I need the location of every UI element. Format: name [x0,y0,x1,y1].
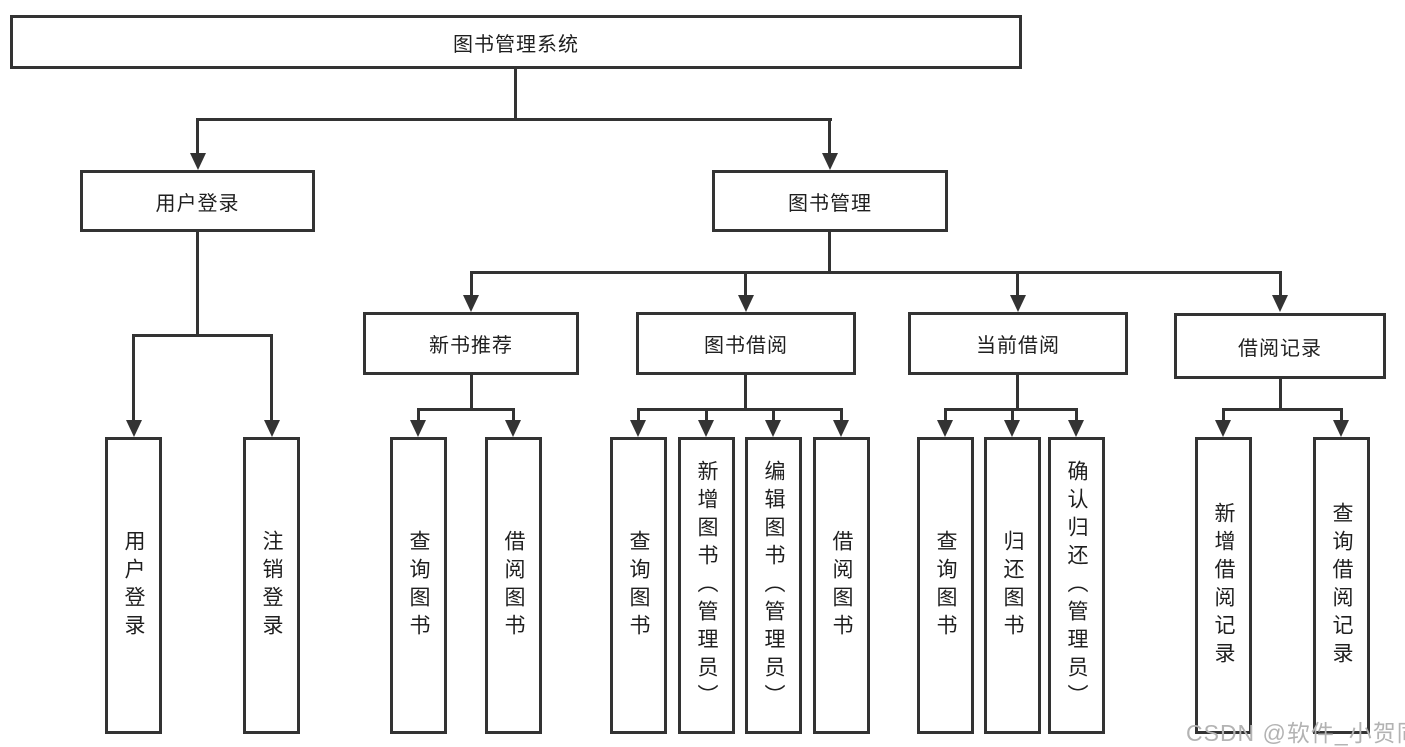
node-book-borrowing: 图书借阅 [636,312,856,375]
node-label: 用户登录 [155,192,240,215]
leaf-query-book-recommend: 查询图书 [390,437,447,734]
connector-br-1 [1222,408,1225,422]
leaf-label: 归还图书 [1001,529,1024,642]
connector-nbr-left [417,408,420,422]
arrowhead-borrow-records [1272,295,1288,312]
connector-bb-1 [637,408,640,422]
leaf-add-borrow-record: 新增借阅记录 [1195,437,1252,734]
leaf-label: 查询借阅记录 [1330,501,1353,670]
connector-cb-2 [1011,408,1014,422]
connector-root-drop [514,68,517,121]
leaf-label: 查询图书 [627,529,650,642]
leaf-label: 借阅图书 [502,529,525,642]
connector-br-drop [1279,378,1282,411]
connector-cb-1 [944,408,947,422]
connector-bb-2 [705,408,708,422]
leaf-label: 新增图书（管理员） [695,459,718,712]
connector-to-new-book-rec [470,271,473,297]
arrowhead-bb-add [698,420,714,437]
node-borrowing-records: 借阅记录 [1174,313,1386,379]
connector-br-branch [1222,408,1343,411]
node-label: 图书管理 [788,192,872,215]
connector-to-leaf-login [132,334,135,422]
leaf-label: 编辑图书（管理员） [762,459,785,712]
leaf-query-book-current: 查询图书 [917,437,974,734]
leaf-label: 用户登录 [122,529,145,642]
leaf-label: 新增借阅记录 [1212,501,1235,670]
csdn-watermark: CSDN @软件_小贺同学 [1186,720,1405,746]
leaf-confirm-return-admin: 确认归还（管理员） [1048,437,1105,734]
connector-user-login-drop [196,231,199,337]
connector-user-login-branch [132,334,273,337]
arrowhead-leaf-login [126,420,142,437]
leaf-add-book-admin: 新增图书（管理员） [678,437,735,734]
leaf-label: 查询图书 [934,529,957,642]
connector-cb-drop [1016,374,1019,411]
connector-nbr-branch [417,408,515,411]
arrowhead-bb-edit [765,420,781,437]
connector-bb-3 [772,408,775,422]
connector-cb-3 [1075,408,1078,422]
arrowhead-user-login [190,153,206,170]
node-label: 图书管理系统 [453,33,579,56]
leaf-label: 借阅图书 [830,529,853,642]
arrowhead-br-add [1215,420,1231,437]
connector-book-mgmt-branch [470,271,1282,274]
connector-to-borrow-records [1279,271,1282,297]
arrowhead-bb-borrow [833,420,849,437]
connector-nbr-drop [470,374,473,411]
connector-to-user-login [196,118,199,155]
leaf-query-book-borrowing: 查询图书 [610,437,667,734]
connector-bb-drop [744,374,747,411]
leaf-borrow-book-recommend: 借阅图书 [485,437,542,734]
connector-br-2 [1340,408,1343,422]
leaf-label: 查询图书 [407,529,430,642]
arrowhead-nbr-borrow [505,420,521,437]
arrowhead-new-book-rec [463,295,479,312]
leaf-borrow-book-borrowing: 借阅图书 [813,437,870,734]
node-label: 当前借阅 [976,335,1060,357]
node-current-borrowing: 当前借阅 [908,312,1128,375]
leaf-return-book: 归还图书 [984,437,1041,734]
connector-to-leaf-logout [270,334,273,422]
node-label: 新书推荐 [429,335,513,357]
node-label: 借阅记录 [1238,337,1322,360]
node-new-book-recommend: 新书推荐 [363,312,579,375]
arrowhead-current-borrow [1010,295,1026,312]
node-user-login: 用户登录 [80,170,315,232]
leaf-label: 注销登录 [260,529,283,642]
connector-root-branch [196,118,832,121]
arrowhead-br-query [1333,420,1349,437]
leaf-query-borrow-record: 查询借阅记录 [1313,437,1370,734]
connector-bb-branch [637,408,843,411]
arrowhead-cb-confirm [1068,420,1084,437]
node-label: 图书借阅 [704,335,788,357]
connector-to-current-borrow [1016,271,1019,297]
node-book-management: 图书管理 [712,170,948,232]
connector-nbr-right [512,408,515,422]
leaf-logout: 注销登录 [243,437,300,734]
arrowhead-nbr-query [410,420,426,437]
connector-to-book-mgmt [828,118,831,155]
arrowhead-book-mgmt [822,153,838,170]
connector-to-book-borrow [744,271,747,297]
leaf-user-login: 用户登录 [105,437,162,734]
connector-book-mgmt-drop [828,231,831,274]
arrowhead-cb-return [1004,420,1020,437]
connector-bb-4 [840,408,843,422]
leaf-label: 确认归还（管理员） [1065,459,1088,712]
arrowhead-cb-query [937,420,953,437]
arrowhead-bb-query [630,420,646,437]
node-root-library-system: 图书管理系统 [10,15,1022,69]
leaf-edit-book-admin: 编辑图书（管理员） [745,437,802,734]
arrowhead-leaf-logout [264,420,280,437]
arrowhead-book-borrow [738,295,754,312]
